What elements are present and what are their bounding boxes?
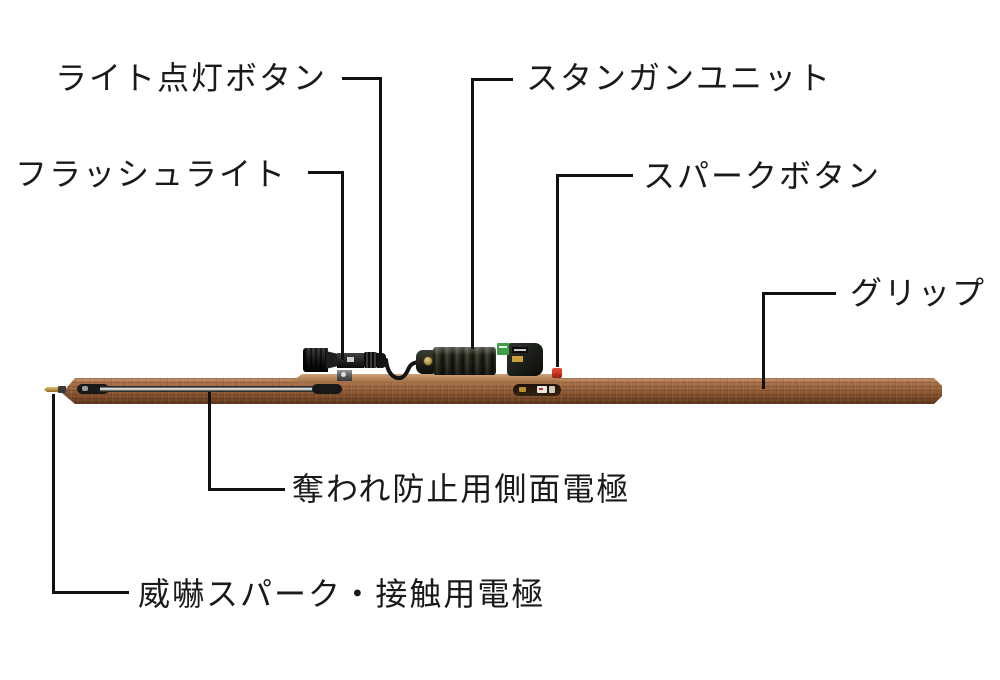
leader-side-electrode-vertical [208,392,211,491]
flashlight-cone [326,351,337,369]
power-cable [384,358,420,381]
leader-light-power-vertical [379,77,382,363]
stun-unit-gold-label [512,356,523,362]
side-electrode-right-cap [312,384,342,394]
stun-unit-brass-ring [423,356,433,366]
leader-spark-button-vertical [556,174,559,367]
flashlight-head [303,348,328,372]
label-stun-gun-unit: スタンガンユニット [526,60,833,96]
side-electrode-left-cap [77,384,109,394]
stun-unit-ribbed-body [433,347,496,375]
leader-light-power-horizontal [342,77,382,80]
flashlight-mount-screw [341,372,346,377]
leader-flashlight-horizontal [308,171,344,174]
label-threat-spark-contact-electrode: 威嚇スパーク・接触用電極 [138,576,546,612]
flashlight-tail-ribs [364,352,377,368]
stun-unit-green-label-text [499,346,507,348]
label-side-electrode: 奪われ防止用側面電極 [292,471,631,507]
side-electrode-screw [82,386,88,391]
contact-electrode-base [58,386,66,393]
stock-panel-gold-chip [519,387,526,392]
label-light-power-button: ライト点灯ボタン [55,60,328,96]
spark-button-shape [552,368,562,378]
stock-panel-grey-sticker [549,386,555,393]
flashlight-body-label [347,357,354,362]
leader-contact-electrode-vertical [52,394,55,594]
wooden-mount-platform [290,374,564,383]
stun-unit-green-label [497,343,509,355]
leader-side-electrode-horizontal [208,488,285,491]
label-flashlight: フラッシュライト [15,156,288,192]
stock-panel-red-mark [539,388,543,390]
side-electrode-strip [100,386,318,392]
contact-electrode-tip [44,387,59,392]
leader-stun-unit-horizontal [471,78,513,81]
leader-stun-unit-vertical [471,78,474,349]
stun-unit-head-label-text [514,349,526,351]
leader-spark-button-horizontal [556,174,633,177]
leader-grip-vertical [762,292,765,389]
leader-contact-electrode-horizontal [52,591,129,594]
leader-flashlight-vertical [341,171,344,360]
label-grip: グリップ [850,275,987,311]
label-spark-button: スパークボタン [643,158,882,194]
leader-grip-horizontal [762,292,836,295]
